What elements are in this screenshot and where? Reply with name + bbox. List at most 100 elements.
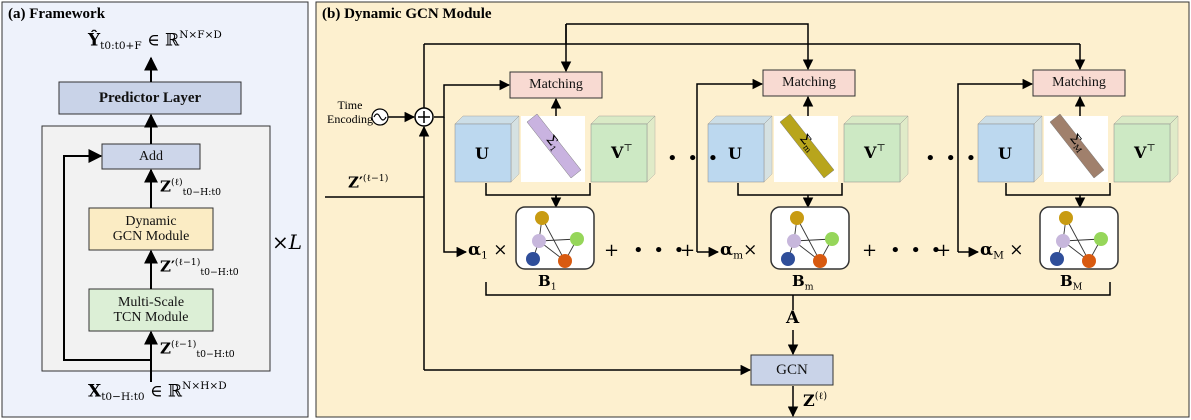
panel-b-input-sup: (ℓ−1) xyxy=(362,173,389,184)
b-m-var: B xyxy=(792,272,805,290)
b-label-M: BM xyxy=(1060,274,1082,292)
graph-node-m-c xyxy=(825,232,839,246)
z-l-formula: Z(ℓ)t0−H:t0 xyxy=(160,178,221,197)
line-sum-to-alpha-1 xyxy=(443,117,468,258)
u-cube-M xyxy=(977,115,1043,183)
alpha-term-m: αm× xyxy=(720,242,757,261)
brace-svd-m xyxy=(737,183,843,196)
graph-box-M xyxy=(1039,206,1119,270)
line-top-bus-0 xyxy=(566,23,814,71)
zprime-formula: Z′(ℓ−1)t0−H:t0 xyxy=(160,258,239,277)
alpha-M-var: α xyxy=(980,240,994,260)
dots-mid-2: • • • xyxy=(890,240,944,261)
u-cube-1 xyxy=(454,115,520,183)
predictor-layer-box xyxy=(58,81,242,115)
u-label-M: U xyxy=(998,144,1012,163)
v-label-M: V⊤ xyxy=(1134,142,1156,162)
zprime-sub: t0−H:t0 xyxy=(200,266,239,278)
output-set: ∈ ℝ xyxy=(141,30,180,51)
matching-label-M: Matching xyxy=(1052,75,1106,91)
graph-box-1 xyxy=(515,206,595,270)
predictor-layer-label: Predictor Layer xyxy=(98,89,202,106)
output-sup: N×F×D xyxy=(179,29,222,41)
graph-node-M-b xyxy=(1056,234,1070,248)
alpha-1-var: α xyxy=(468,240,482,260)
alpha-term-1: α1 × xyxy=(468,242,507,261)
input-sup: N×H×D xyxy=(182,380,227,392)
output-sub: t0:t0+F xyxy=(100,40,142,53)
graph-node-m-a xyxy=(790,211,804,225)
panel-b-output-sup: (ℓ) xyxy=(814,391,828,402)
plus-3: + xyxy=(862,240,878,261)
sigma-matrix-M xyxy=(1044,113,1108,182)
graph-node-1-d xyxy=(526,252,540,266)
graph-node-1-b xyxy=(532,234,546,248)
alpha-1-sub: 1 xyxy=(481,249,488,262)
panel-b-output-formula: Z(ℓ) xyxy=(803,392,827,409)
dgcn-label: Dynamic GCN Module xyxy=(89,208,213,250)
graph-node-m-e xyxy=(813,254,827,268)
time-encoding-label: Time Encoding xyxy=(327,98,373,126)
alpha-1-times: × xyxy=(493,240,508,260)
graph-node-M-e xyxy=(1082,254,1096,268)
b-label-1: B1 xyxy=(538,274,557,292)
z-lm1-sub: t0−H:t0 xyxy=(196,348,235,360)
b-1-sub: 1 xyxy=(550,281,557,293)
tcn-line-1: Multi-Scale xyxy=(117,294,185,310)
z-lm1-formula: Z(ℓ−1)t0−H:t0 xyxy=(160,340,235,359)
b-m-sub: m xyxy=(804,281,814,293)
graph-node-1-e xyxy=(558,254,572,268)
alpha-M-sub: M xyxy=(993,249,1004,262)
sum-node xyxy=(414,107,434,127)
alpha-term-M: αM × xyxy=(980,242,1024,261)
v-label-m: V⊤ xyxy=(864,142,886,162)
output-formula: Ŷt0:t0+F ∈ ℝN×F×D xyxy=(88,30,222,52)
gcn-label: GCN xyxy=(776,361,808,378)
graph-node-M-a xyxy=(1059,211,1073,225)
matching-label-m: Matching xyxy=(782,75,836,91)
sigma-matrix-1 xyxy=(521,113,585,182)
matching-box-1 xyxy=(509,71,603,99)
output-var: Ŷ xyxy=(88,30,101,51)
z-l-sup: (ℓ) xyxy=(170,177,183,188)
dots-top-1: • • • xyxy=(667,148,721,169)
b-label-m: Bm xyxy=(792,274,814,292)
zprime-sup: (ℓ−1) xyxy=(174,257,201,268)
alpha-m-sub: m xyxy=(733,249,744,262)
line-sum-to-matching-1 xyxy=(434,79,511,118)
z-lm1-var: Z xyxy=(160,339,171,358)
b-M-var: B xyxy=(1060,272,1073,290)
graph-node-m-d xyxy=(781,252,795,266)
dots-top-2: • • • xyxy=(925,148,979,169)
zprime-var: Z′ xyxy=(160,257,175,276)
line-to-matching-m xyxy=(696,78,764,252)
gcn-box xyxy=(750,354,834,386)
z-lm1-sup: (ℓ−1) xyxy=(170,339,197,350)
matching-box-M xyxy=(1032,69,1126,97)
tcn-line-2: TCN Module xyxy=(113,310,189,325)
v-cube-1 xyxy=(590,115,656,183)
graph-node-1-c xyxy=(570,232,584,246)
z-l-var: Z xyxy=(160,177,171,196)
u-label-m: U xyxy=(728,144,742,163)
panel-b-output-var: Z xyxy=(803,390,815,410)
graph-box-m xyxy=(770,206,850,270)
alpha-M-times: × xyxy=(1009,240,1024,260)
dgcn-line-2: GCN Module xyxy=(112,229,190,244)
plus-1: + xyxy=(604,240,620,261)
dgcn-line-1: Dynamic xyxy=(125,213,177,229)
b-1-var: B xyxy=(538,272,551,290)
alpha-m-var: α xyxy=(720,240,734,260)
alpha-m-times: × xyxy=(743,240,758,260)
u-cube-m xyxy=(707,115,773,183)
v-cube-m xyxy=(843,115,909,183)
plus-2: + xyxy=(680,240,696,261)
dynamic-gcn-box xyxy=(88,207,214,251)
a-label: A xyxy=(786,308,800,328)
b-M-sub: M xyxy=(1072,281,1083,293)
input-sub: t0−H:t0 xyxy=(101,391,145,404)
graph-node-1-a xyxy=(535,211,549,225)
plus-4: + xyxy=(936,240,952,261)
u-label-1: U xyxy=(475,144,489,163)
